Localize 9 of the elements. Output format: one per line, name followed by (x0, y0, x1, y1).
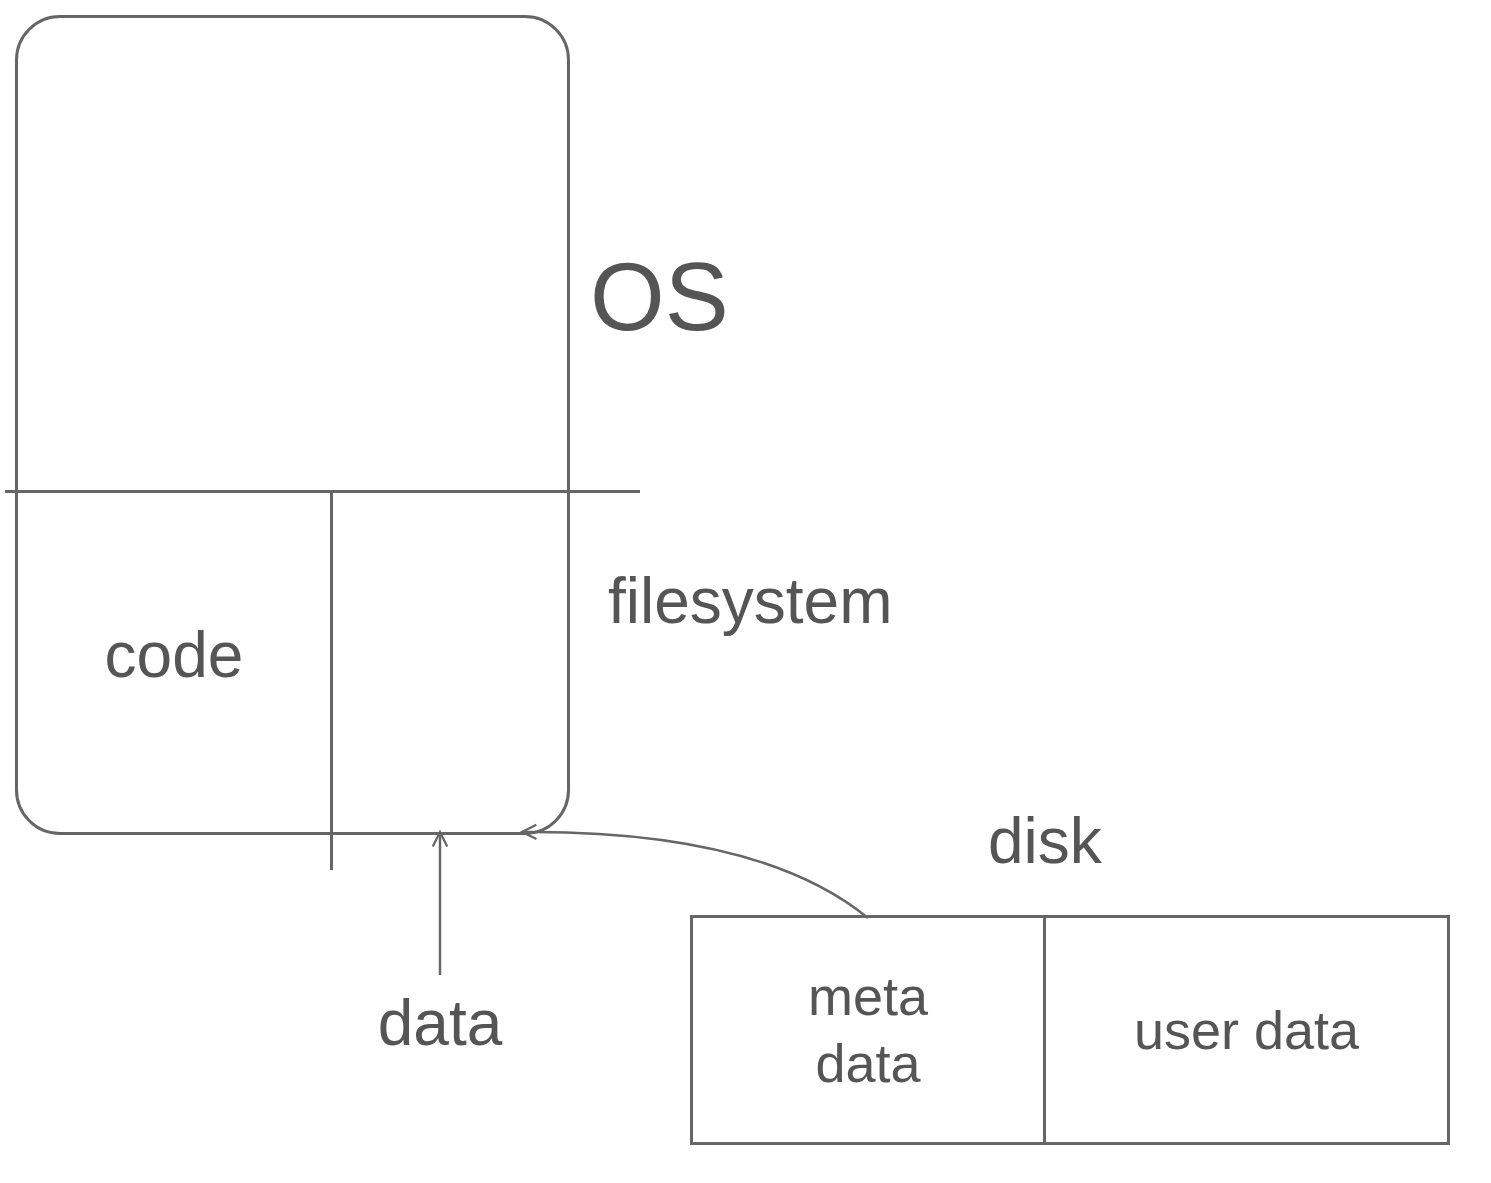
node-label: user data (1133, 998, 1360, 1062)
arrow (431, 830, 449, 975)
node-label: meta data (806, 964, 930, 1095)
region-label: disk (988, 804, 1102, 879)
arrow (520, 823, 869, 919)
node-label: code (104, 618, 244, 693)
region-label: OS (590, 242, 729, 352)
node-label: data (377, 985, 503, 1061)
region-label: filesystem (608, 564, 893, 639)
